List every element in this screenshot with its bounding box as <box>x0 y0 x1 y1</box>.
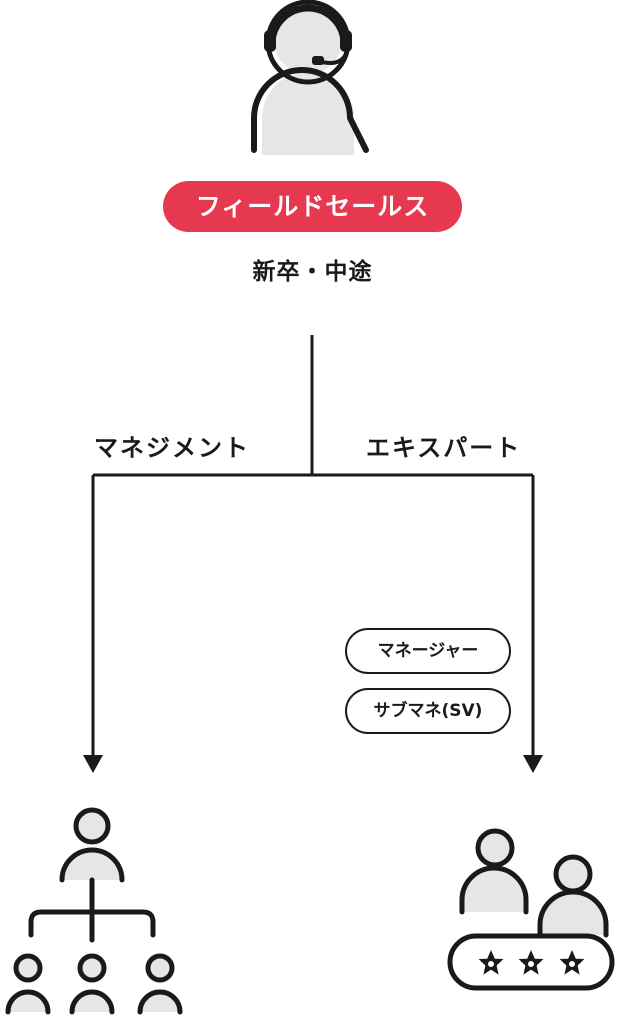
arrow-down-right-icon <box>523 755 543 773</box>
role-badge: フィールドセールス <box>163 181 462 232</box>
branch-label-expert: エキスパート <box>366 434 522 462</box>
branch-label-management: マネジメント <box>94 434 250 462</box>
rated-team-icon <box>447 828 615 991</box>
org-chart-icon <box>5 807 183 1015</box>
headset-person-icon <box>251 0 369 155</box>
connector-lines <box>91 335 535 755</box>
arrow-down-left-icon <box>83 755 103 773</box>
hire-type-label: 新卒・中途 <box>252 259 373 285</box>
position-pill-sub-manager: サブマネ(SV) <box>345 688 511 734</box>
position-pill-manager: マネージャー <box>345 628 511 674</box>
